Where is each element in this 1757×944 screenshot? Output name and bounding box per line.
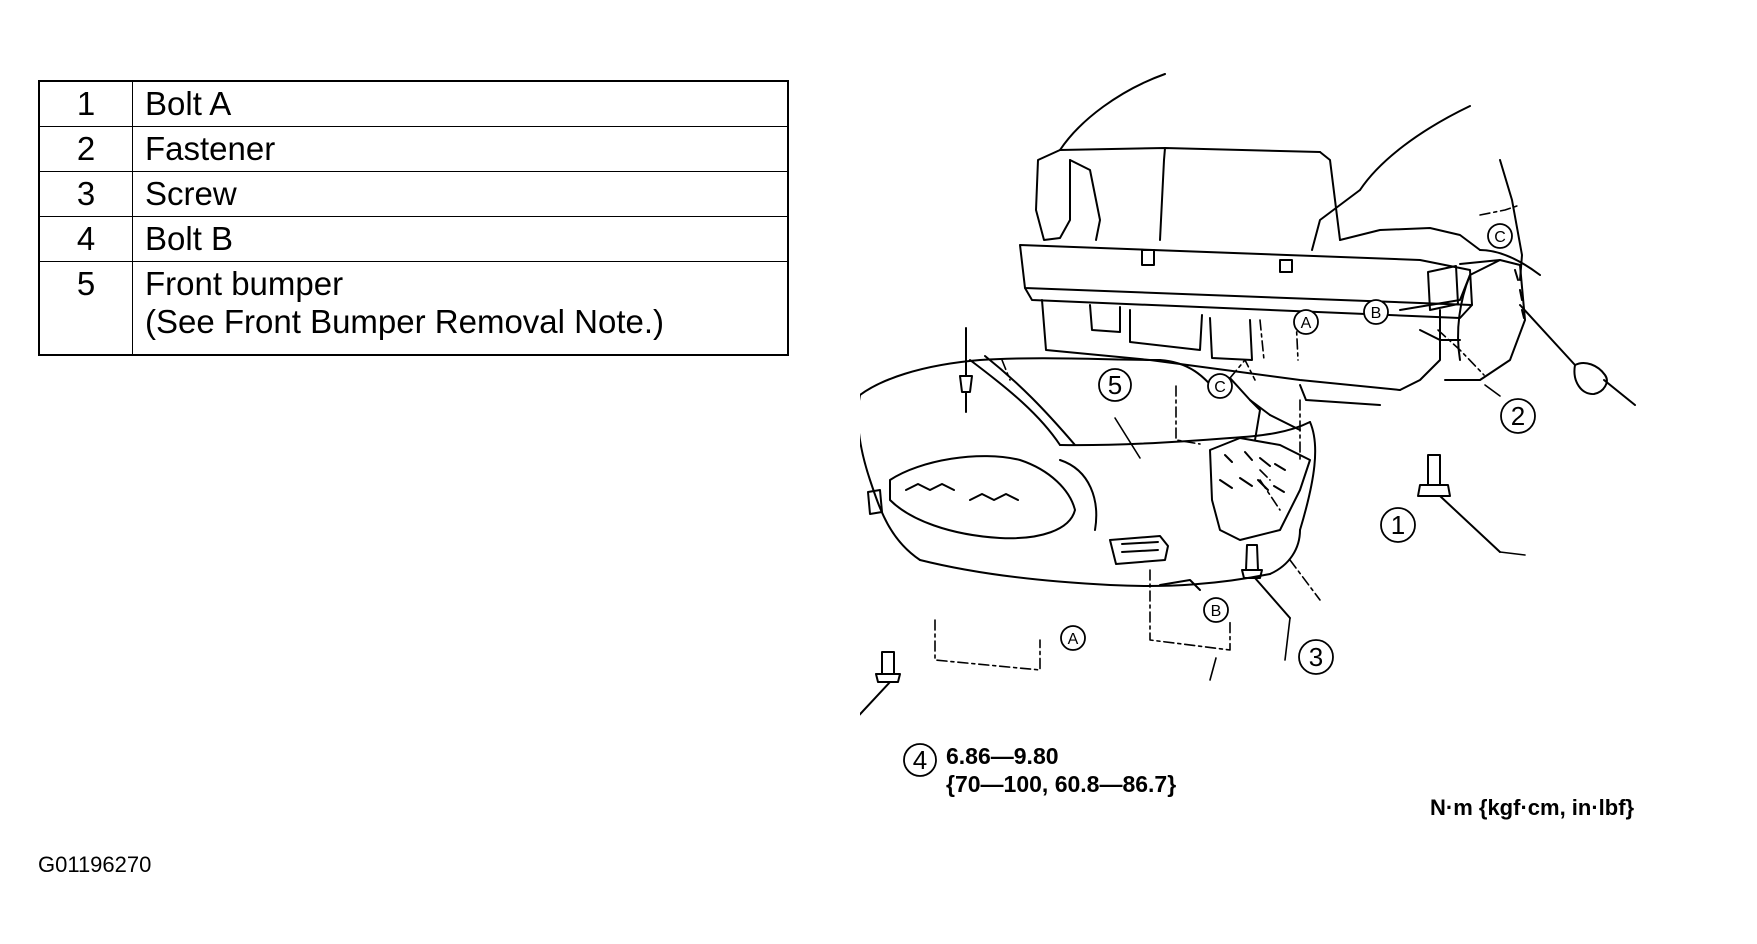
bolt-a [1417,454,1501,553]
leader-lines [934,204,1521,671]
callout-circle-a-upper [1293,309,1319,335]
part-description: Bolt B [132,216,789,262]
callout-a-lower: A [1068,631,1079,648]
bumper-exploded-diagram: 5 1 2 3 A A B B C C [860,60,1740,840]
vehicle-front-body [1019,73,1541,406]
table-row: 5 Front bumper (See Front Bumper Removal… [38,261,789,356]
part-description-note: (See Front Bumper Removal Note.) [145,303,665,340]
screw [1241,544,1291,619]
fastener-clip [1519,304,1636,406]
front-bumper-cover [860,355,1317,591]
callout-circle-3 [1298,639,1334,675]
callout-circle-a-lower [1060,625,1086,651]
table-row: 4 Bolt B [38,216,789,262]
torque-units: N·m {kgf·cm, in·lbf} [1430,795,1635,820]
callout-circle-b-lower [1203,597,1229,623]
callout-circle-1 [1380,507,1416,543]
bolt-b [860,651,901,716]
table-row: 1 Bolt A [38,80,789,127]
callout-4: 4 [913,745,927,775]
part-description: Front bumper (See Front Bumper Removal N… [132,261,789,356]
part-number: 2 [38,126,133,172]
table-row: 3 Screw [38,171,789,217]
part-description: Screw [132,171,789,217]
callout-1: 1 [1391,510,1405,540]
callout-5: 5 [1108,370,1122,400]
part-number: 3 [38,171,133,217]
upper-clip [959,327,973,413]
parts-legend-table: 1 Bolt A 2 Fastener 3 Screw 4 Bolt B 5 F… [38,80,789,356]
callout-b-upper: B [1371,305,1382,322]
callout-circle-b-upper [1363,299,1389,325]
callout-circle-c-upper [1487,223,1513,249]
callout-a-upper: A [1301,315,1312,332]
torque-primary: 6.86—9.80 [946,743,1059,769]
part-number: 4 [38,216,133,262]
callout-circle-c-lower [1207,373,1233,399]
splash-shield-area [1209,437,1311,541]
callout-3: 3 [1309,642,1323,672]
table-row: 2 Fastener [38,126,789,172]
callout-leaders [1114,384,1526,681]
callout-2: 2 [1511,401,1525,431]
callout-c-upper: C [1494,229,1506,246]
callout-c-lower: C [1214,379,1226,396]
figure-id: G01196270 [38,852,152,877]
callout-b-lower: B [1211,603,1222,620]
callout-circle-5 [1098,368,1132,402]
part-description: Bolt A [132,80,789,127]
callout-circle-2 [1500,398,1536,434]
torque-spec: 6.86—9.80 {70—100, 60.8—86.7} [946,742,1176,798]
torque-secondary: {70—100, 60.8—86.7} [946,771,1177,797]
callout-4-badge: 4 [903,743,937,777]
part-number: 1 [38,80,133,127]
part-number: 5 [38,261,133,356]
part-description-line: Front bumper [145,265,344,302]
part-description: Fastener [132,126,789,172]
